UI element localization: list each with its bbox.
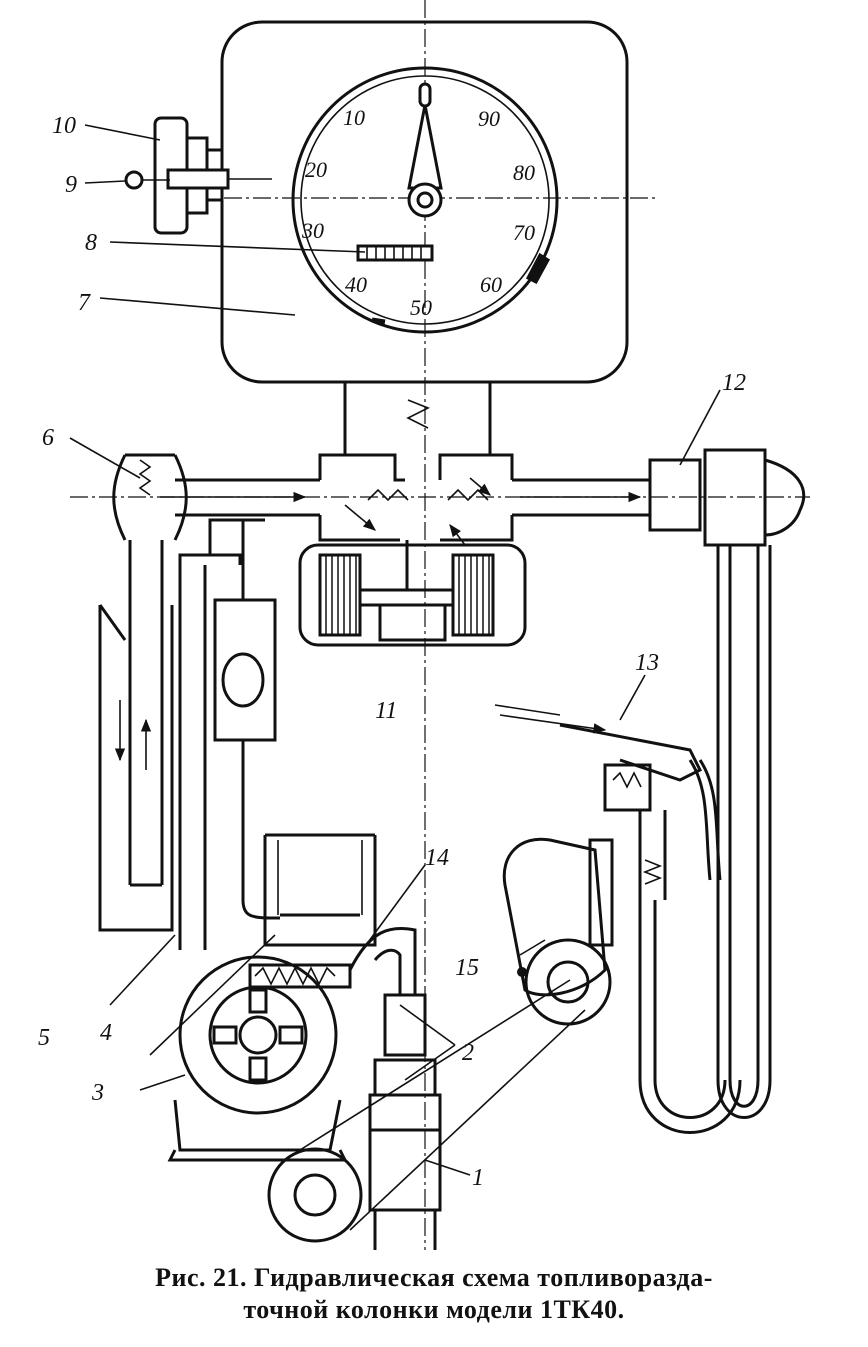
callout-6: 6	[42, 425, 54, 451]
check-valve	[112, 453, 205, 541]
delivery-pipe	[160, 453, 650, 546]
caption-line-1: Рис. 21. Гидравлическая схема топливораз…	[155, 1263, 713, 1292]
callout-1: 1	[472, 1165, 484, 1191]
dial-pointer	[407, 104, 443, 190]
callout-8: 8	[85, 230, 97, 256]
dial-label-30: 30	[301, 218, 324, 243]
dial-label-90: 90	[478, 106, 500, 131]
callout-15: 15	[455, 955, 479, 981]
hose-assembly	[638, 448, 806, 1134]
callout-14: 14	[425, 845, 449, 871]
dial-label-20: 20	[305, 157, 327, 182]
caption-line-2: точной колонки модели 1ТК40.	[243, 1295, 625, 1324]
reset-knob-assembly	[124, 116, 272, 235]
dial-face: 10 20 30 40 50 60 70 80 90	[291, 66, 559, 334]
callout-13: 13	[635, 650, 659, 676]
electric-motor	[502, 837, 614, 1026]
callout-leaders	[69, 124, 721, 1176]
callout-12: 12	[722, 370, 746, 396]
filter-unit	[263, 833, 377, 947]
dial-label-10: 10	[343, 105, 365, 130]
odometer-counter	[356, 244, 434, 262]
callout-10: 10	[52, 113, 76, 139]
callout-11: 11	[375, 698, 397, 724]
dial-label-70: 70	[513, 220, 535, 245]
callout-5: 5	[38, 1025, 50, 1051]
callout-9: 9	[65, 172, 77, 198]
callout-4: 4	[100, 1020, 112, 1046]
nozzle-gun	[494, 704, 722, 900]
callout-2: 2	[462, 1040, 474, 1066]
fuel-dispenser-hydraulic-diagram: 10 20 30 40 50 60 70 80 90	[38, 0, 810, 1250]
air-separator	[98, 540, 242, 950]
piston-meter	[298, 540, 527, 647]
coupling-shaft	[368, 993, 442, 1250]
dial-label-40: 40	[345, 272, 367, 297]
motor-pulley	[267, 979, 586, 1243]
dial-label-50: 50	[410, 295, 432, 320]
dial-label-60: 60	[480, 272, 502, 297]
callout-7: 7	[78, 290, 91, 316]
figure-caption: Рис. 21. Гидравлическая схема топливораз…	[0, 1262, 868, 1326]
meter-housing	[220, 20, 629, 384]
bypass-valve	[248, 926, 417, 995]
gear-pump	[167, 955, 348, 1162]
dial-label-80: 80	[513, 160, 535, 185]
callout-3: 3	[91, 1080, 104, 1106]
float-chamber	[185, 518, 280, 920]
meter-column	[343, 382, 492, 455]
